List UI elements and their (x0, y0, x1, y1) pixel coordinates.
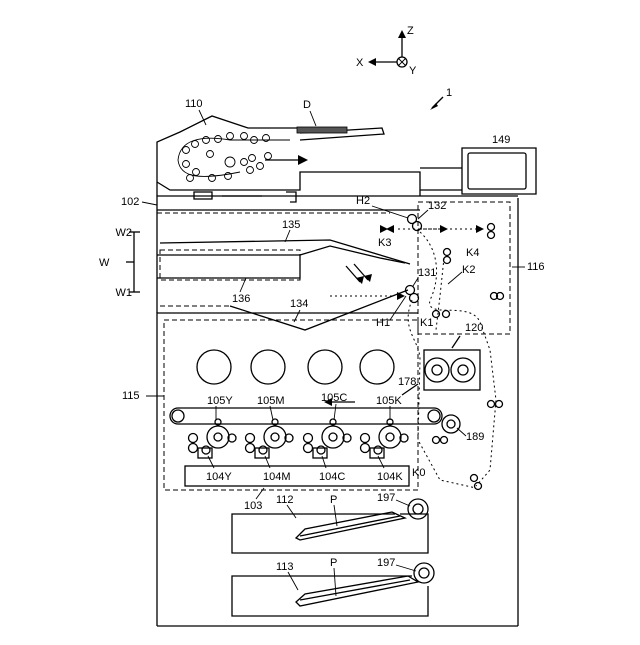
imaging-unit-y (189, 419, 237, 458)
label-k1: K1 (420, 317, 433, 329)
label-102: 102 (121, 196, 139, 208)
document-sheet (297, 127, 347, 133)
label-k4: K4 (466, 247, 479, 259)
toner-cartridge-c (308, 350, 342, 384)
transfer-belt (170, 384, 460, 433)
imaging-unit-k (361, 419, 409, 458)
display-panel (420, 148, 536, 194)
label-104y: 104Y (206, 471, 232, 483)
label-178: 178 (398, 376, 416, 388)
label-120: 120 (465, 322, 483, 334)
label-105y: 105Y (207, 395, 233, 407)
label-103: 103 (244, 500, 262, 512)
imaging-unit-c (304, 419, 352, 458)
label-136: 136 (232, 293, 250, 305)
label-p2: P (330, 557, 337, 569)
toner-cartridge-m (251, 350, 285, 384)
paper-tray-2 (232, 563, 434, 616)
label-112: 112 (276, 494, 294, 506)
label-105c: 105C (321, 392, 347, 404)
label-116: 116 (527, 261, 545, 273)
toner-cartridge-k (360, 350, 394, 384)
output-region (157, 202, 510, 334)
label-105m: 105M (257, 395, 285, 407)
machine-body (157, 196, 518, 626)
label-189: 189 (466, 431, 484, 443)
label-k2: K2 (462, 264, 475, 276)
label-h2: H2 (356, 195, 370, 207)
label-w1: W1 (116, 287, 133, 299)
label-113: 113 (276, 561, 294, 573)
label-w: W (99, 257, 110, 269)
label-w2: W2 (116, 227, 133, 239)
document-feeder (157, 116, 420, 202)
device-ref-label: 1 (446, 87, 452, 99)
label-document: D (303, 99, 311, 111)
label-h1: H1 (376, 317, 390, 329)
axis-y-label: Y (409, 65, 417, 77)
label-104k: 104K (377, 471, 403, 483)
axis-indicator: Z X Y (356, 25, 417, 77)
label-135: 135 (282, 219, 300, 231)
label-104m: 104M (263, 471, 291, 483)
label-p1: P (330, 494, 337, 506)
imaging-unit-m (246, 419, 294, 458)
width-bracket (126, 232, 140, 292)
output-tray (157, 240, 410, 330)
label-104c: 104C (319, 471, 345, 483)
label-197b: 197 (377, 557, 395, 569)
label-197a: 197 (377, 492, 395, 504)
label-105k: 105K (376, 395, 402, 407)
label-115: 115 (122, 390, 140, 402)
label-131: 131 (418, 267, 436, 279)
label-110: 110 (185, 98, 203, 110)
label-k0: K0 (412, 467, 425, 479)
axis-x-label: X (356, 57, 364, 69)
axis-z-label: Z (407, 25, 414, 37)
label-132: 132 (428, 200, 446, 212)
label-k3: K3 (378, 237, 391, 249)
label-149: 149 (492, 134, 510, 146)
fuser-unit (424, 336, 480, 390)
toner-cartridge-y (197, 350, 231, 384)
label-134: 134 (290, 298, 308, 310)
